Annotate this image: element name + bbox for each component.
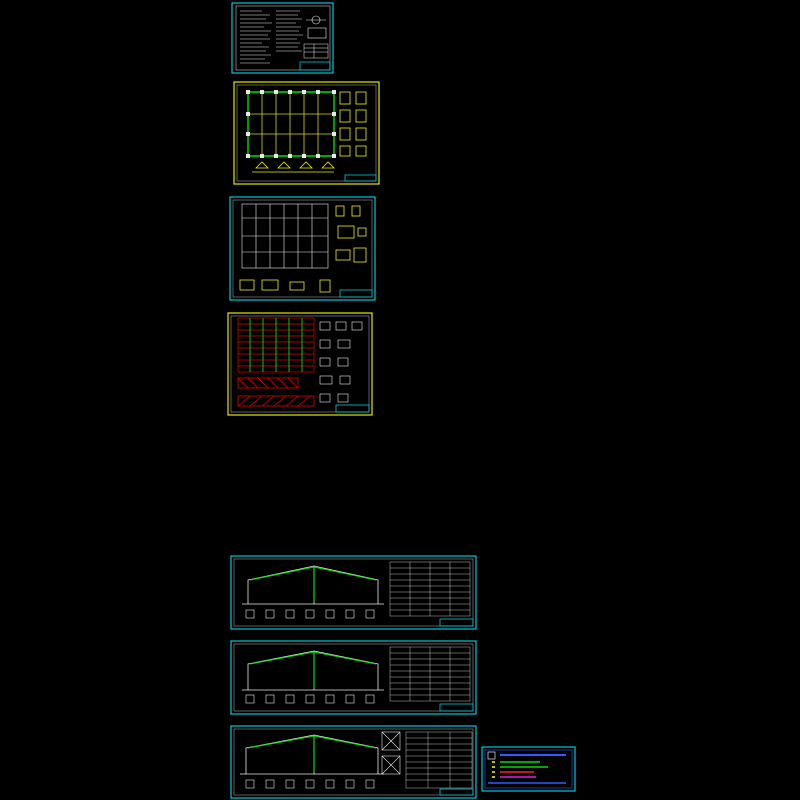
joint-details bbox=[245, 779, 375, 789]
notes-table bbox=[303, 43, 329, 59]
foundation-details bbox=[252, 91, 367, 173]
title-block bbox=[439, 618, 474, 627]
bracing-strip bbox=[237, 377, 315, 407]
sheet-portal-frame-2[interactable] bbox=[230, 640, 477, 715]
rafter-highlight bbox=[247, 735, 377, 749]
bolt-details bbox=[239, 205, 367, 293]
title-block bbox=[344, 174, 377, 182]
member-schedule-table bbox=[389, 646, 471, 702]
column-grid bbox=[241, 203, 329, 269]
connection-details bbox=[319, 321, 363, 403]
layer-legend[interactable] bbox=[481, 746, 576, 792]
sheet-design-notes[interactable] bbox=[231, 2, 334, 74]
joint-details bbox=[245, 694, 375, 704]
sheet-portal-frame-3[interactable] bbox=[230, 725, 477, 799]
member-schedule-table bbox=[389, 561, 471, 617]
legend-logo-icon bbox=[487, 751, 496, 760]
notes-text-block bbox=[240, 10, 303, 64]
sheet-portal-frame-1[interactable] bbox=[230, 555, 477, 630]
title-block bbox=[339, 289, 373, 298]
rafter-highlight bbox=[249, 651, 377, 665]
legend-rows bbox=[488, 761, 566, 784]
title-block bbox=[439, 703, 474, 712]
title-block bbox=[335, 404, 370, 413]
sheet-roof-framing-plan[interactable] bbox=[227, 312, 373, 416]
notes-section-symbol bbox=[306, 15, 327, 39]
foundation-footings bbox=[246, 90, 336, 158]
title-block bbox=[439, 788, 474, 796]
rafter-lines bbox=[249, 318, 303, 372]
bracing-panels bbox=[381, 731, 401, 775]
joint-details bbox=[245, 609, 375, 619]
sheet-foundation-plan[interactable] bbox=[233, 81, 380, 185]
title-block bbox=[299, 61, 331, 71]
sheet-anchor-bolt-plan[interactable] bbox=[229, 196, 376, 301]
rafter-highlight bbox=[249, 566, 377, 581]
member-schedule-table bbox=[405, 731, 473, 789]
